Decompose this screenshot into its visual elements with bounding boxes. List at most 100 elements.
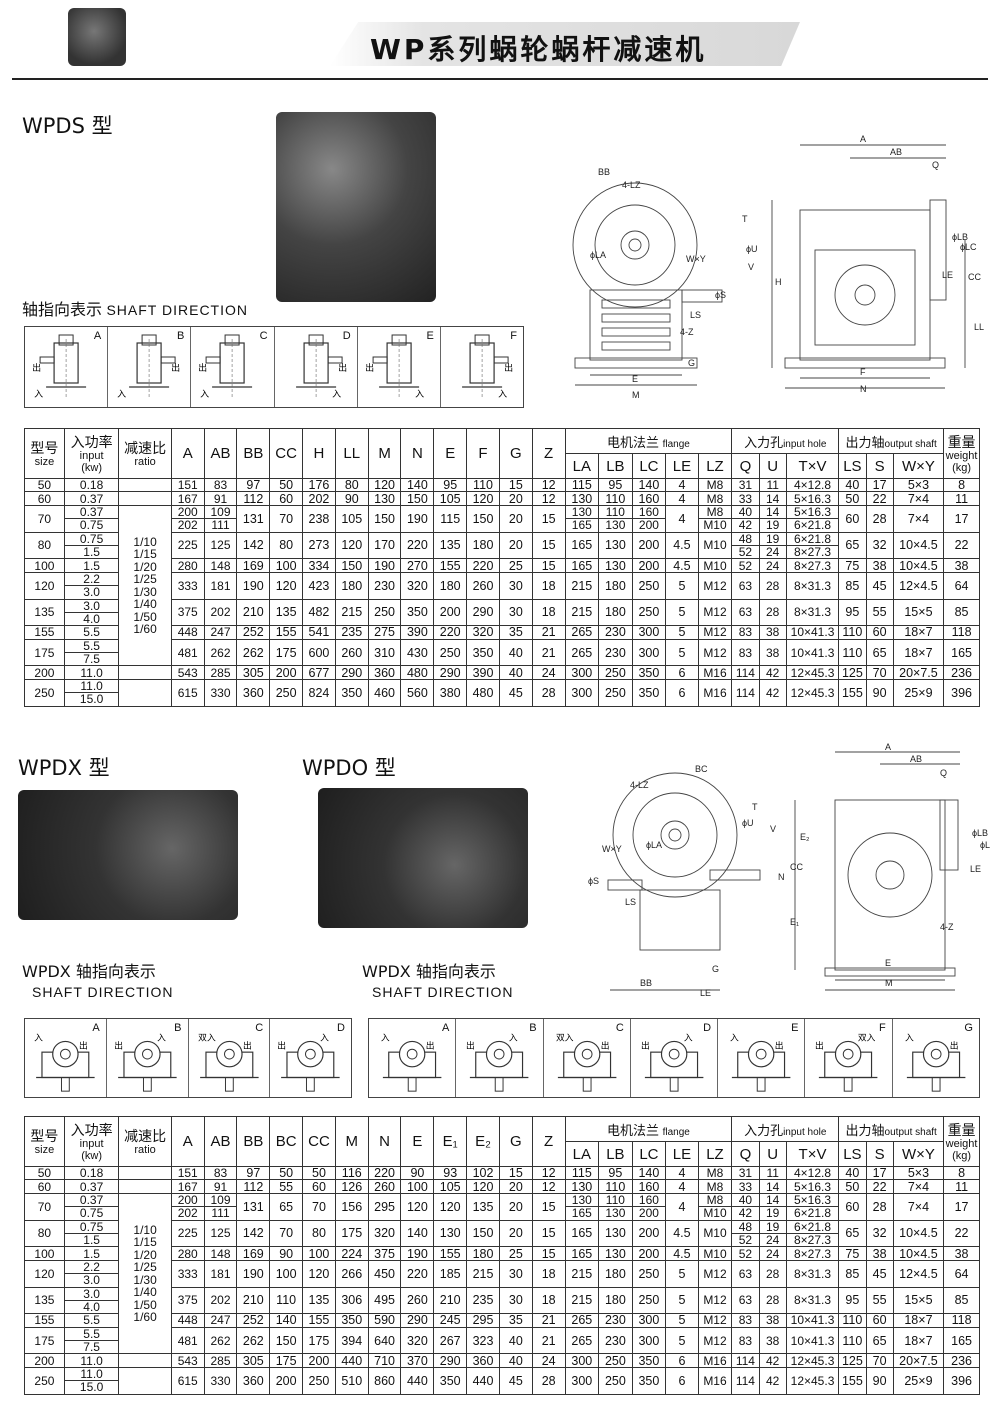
table-cell: 83 — [731, 1326, 760, 1355]
table-cell: 252 — [236, 1313, 271, 1328]
table-cell: 17 — [865, 1165, 894, 1181]
table-cell: 230 — [598, 1313, 633, 1328]
table-cell: 8×31.3 — [785, 598, 840, 627]
table-cell: 140 — [631, 1165, 667, 1181]
table-cell: 285 — [203, 665, 238, 680]
table-cell: 14 — [758, 491, 787, 506]
table-cell: 18 — [531, 571, 566, 600]
table-cell: 85 — [943, 1286, 980, 1315]
svg-text:出: 出 — [365, 362, 374, 373]
cell-size: 135 — [24, 598, 65, 627]
table-cell: 100 — [400, 1179, 435, 1194]
table-cell: 65 — [838, 531, 867, 560]
table-cell: 235 — [466, 1286, 500, 1315]
table-cell: 130 — [564, 504, 600, 520]
table-cell: M12 — [697, 1313, 733, 1328]
table-cell: 15 — [531, 531, 566, 560]
header-dimension: G — [498, 428, 533, 479]
table-cell: 110 — [598, 491, 633, 506]
svg-text:出: 出 — [641, 1039, 650, 1050]
table-cell: 10×41.3 — [785, 1313, 840, 1328]
table-cell: M8 — [697, 477, 733, 493]
shaft-direction-diagram: 出入 — [32, 334, 87, 399]
page-title: WP系列蜗轮蜗杆减速机 — [370, 33, 707, 66]
dimension-label: Q — [932, 160, 939, 170]
dimension-label: E₁ — [790, 917, 799, 927]
dimension-label: ϕLC — [960, 242, 977, 252]
cell-ratio-empty — [118, 679, 172, 707]
table-cell: 120 — [269, 571, 304, 600]
table-cell: 38 — [758, 1313, 787, 1328]
table-cell: 440 — [466, 1366, 500, 1395]
table-cell: 480 — [400, 665, 435, 680]
table-cell: 109 — [203, 504, 238, 520]
cell-ratio-empty — [118, 1179, 172, 1194]
shaft-direction-letter: D — [703, 1022, 712, 1034]
cell-input-power: 7.5 — [63, 652, 120, 667]
table-cell: 185 — [433, 1259, 468, 1288]
table-cell: 350 — [631, 1353, 667, 1368]
table-cell: 17 — [943, 504, 980, 533]
table-cell: 265 — [564, 625, 600, 640]
table-cell: 19 — [758, 1206, 787, 1221]
table-cell: M10 — [697, 1219, 733, 1248]
dimension-label: G — [688, 358, 695, 368]
table-row: 15.0 — [25, 1380, 980, 1395]
table-cell: 25 — [498, 558, 533, 573]
table-cell: 375 — [170, 1286, 205, 1315]
header-subcolumn: LB — [598, 453, 633, 479]
table-cell: 35 — [498, 625, 533, 640]
table-cell: 165 — [564, 1219, 600, 1248]
cell-ratio-empty — [118, 1165, 172, 1180]
table-cell: 18 — [531, 1286, 566, 1315]
header-subcolumn: S — [865, 1141, 894, 1167]
table-cell: 5×16.3 — [785, 504, 840, 520]
cell-input-power: 0.18 — [63, 1165, 120, 1181]
table-cell: 250 — [631, 571, 667, 600]
table-cell: 28 — [758, 1259, 787, 1288]
table-cell: 247 — [203, 1313, 238, 1328]
header-subcolumn: LE — [665, 1141, 699, 1167]
table-cell: M12 — [697, 1259, 733, 1288]
svg-text:出: 出 — [277, 1039, 286, 1050]
table-cell: 65 — [838, 1219, 867, 1248]
table-cell: M10 — [697, 1246, 733, 1261]
header-dimension: H — [302, 428, 336, 479]
table-cell: 165 — [943, 1326, 980, 1355]
cell-size: 100 — [24, 558, 65, 573]
table-cell: 18×7 — [892, 1313, 945, 1328]
table-cell: 65 — [865, 1326, 894, 1355]
table-cell: 250 — [598, 1353, 633, 1368]
table-cell: 260 — [367, 1179, 402, 1194]
table-cell: 285 — [203, 1353, 238, 1368]
table-cell: 250 — [631, 598, 667, 627]
header-subcolumn: T×V — [785, 453, 840, 479]
cell-input-power: 1.5 — [63, 558, 120, 573]
header-dimension: F — [466, 428, 500, 479]
table-cell: 220 — [400, 1259, 435, 1288]
table-cell: 30 — [498, 1259, 533, 1288]
table-cell: 190 — [400, 1246, 435, 1261]
table-cell: 200 — [631, 531, 667, 560]
table-cell: 60 — [838, 1192, 867, 1221]
table-cell: 250 — [598, 665, 633, 680]
header-dimension: E — [400, 1116, 435, 1167]
table-cell: 116 — [334, 1165, 369, 1181]
table-cell: 10×41.3 — [785, 625, 840, 640]
table-cell: 21 — [531, 1326, 566, 1355]
table-cell: 95 — [598, 477, 633, 493]
table-cell: 19 — [758, 1219, 787, 1234]
table-cell: 320 — [400, 571, 435, 600]
cell-ratio-empty — [118, 1327, 172, 1355]
table-cell: 50 — [838, 1179, 867, 1194]
table-cell: 120 — [466, 491, 500, 506]
table-cell: 300 — [564, 1366, 600, 1395]
table-cell: 175 — [269, 1353, 304, 1368]
